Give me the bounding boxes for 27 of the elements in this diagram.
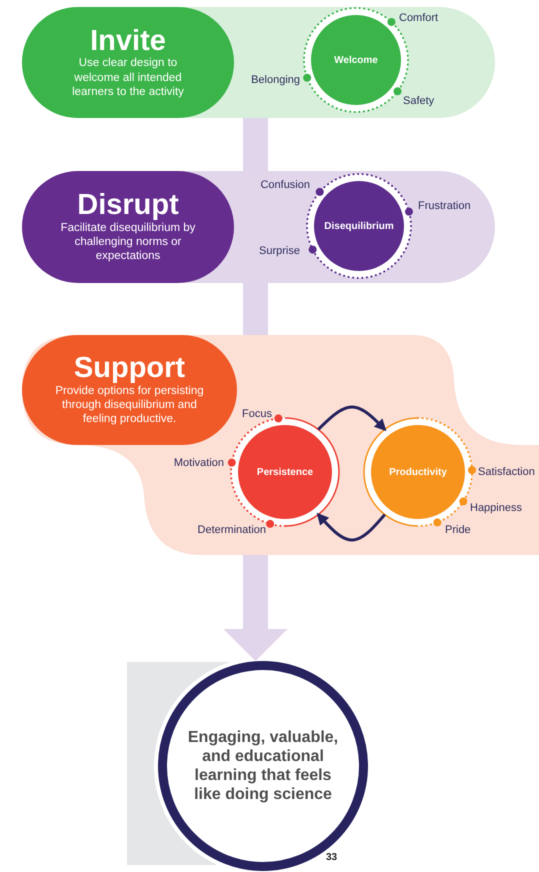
cycle-arrow	[317, 406, 386, 432]
attribute-label: Happiness	[470, 503, 522, 514]
attribute-label: Determination	[198, 525, 266, 536]
attribute-label: Safety	[403, 96, 434, 107]
attribute-label: Motivation	[174, 458, 224, 469]
stage-description: Facilitate disequilibrium by challenging norms or expectations	[60, 220, 196, 264]
attribute-label: Comfort	[399, 13, 438, 24]
attribute-label: Belonging	[251, 75, 300, 86]
attribute-label: Confusion	[260, 180, 310, 191]
circle-label: Persistence	[256, 466, 314, 478]
stage-title: Invite	[90, 26, 166, 56]
circle-label: Welcome	[334, 54, 378, 66]
stage-title: Disrupt	[77, 190, 179, 221]
attribute-label: Surprise	[259, 246, 300, 257]
attribute-label: Pride	[445, 525, 471, 536]
attribute-label: Satisfaction	[478, 467, 535, 478]
outcome-text: Engaging, valuable, and educational learning that feels like doing science	[186, 728, 340, 804]
attribute-label: Frustration	[418, 201, 471, 212]
attribute-label: Focus	[242, 409, 272, 420]
circle-label: Disequilibrium	[324, 220, 394, 232]
page-number: 33	[326, 853, 338, 863]
circle-label: Productivity	[389, 466, 447, 478]
cycle-arrow	[316, 512, 386, 542]
stage-description: Provide options for persisting through disequilibrium and feeling productive.	[54, 384, 205, 427]
stage-title: Support	[74, 353, 186, 384]
flow-arrow	[224, 555, 288, 661]
stage-description: Use clear design to welcome all intended learners to the activity	[71, 56, 185, 100]
